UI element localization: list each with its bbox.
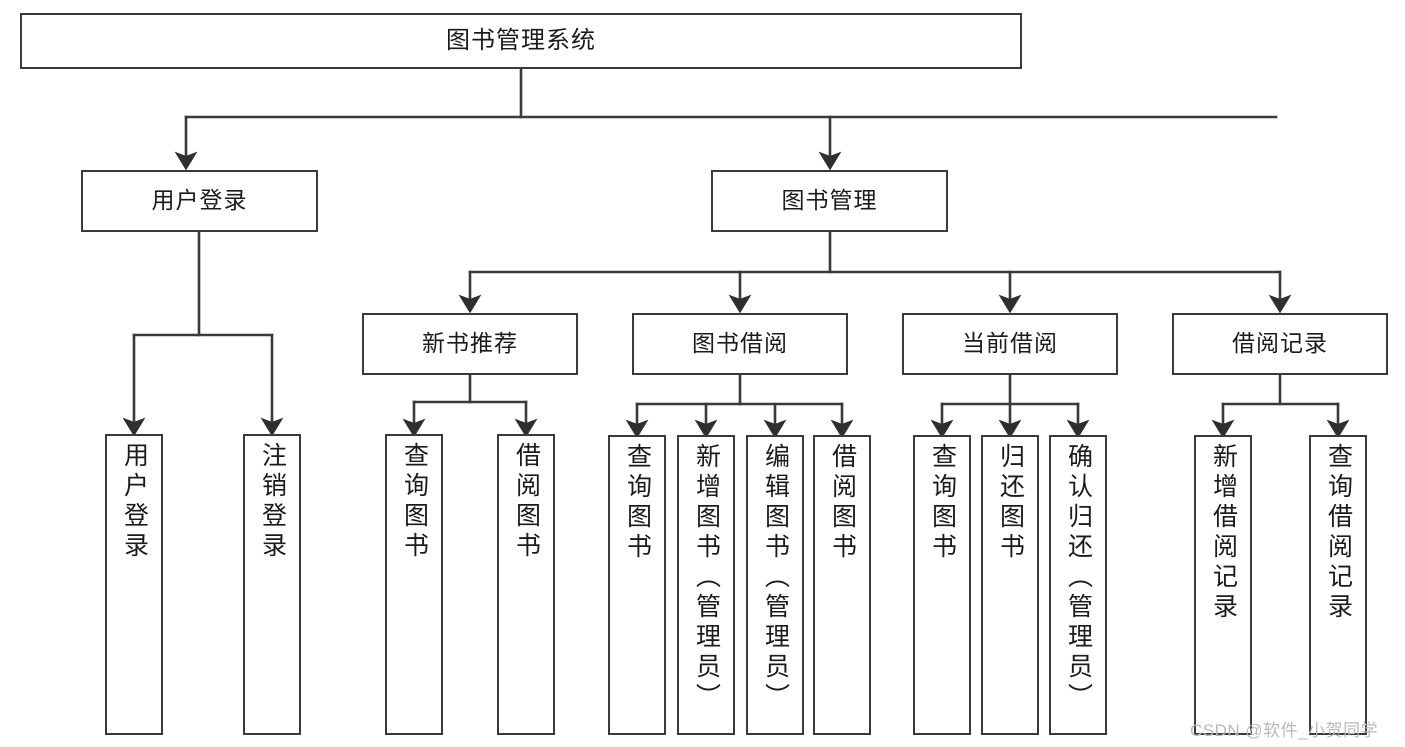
node-label: 查询借阅记录 <box>1324 443 1353 623</box>
leaf-record-add-record[interactable]: 新增借阅记录 <box>1194 435 1252 735</box>
node-user-login[interactable]: 用户登录 <box>81 170 318 232</box>
leaf-recommend-query-book[interactable]: 查询图书 <box>385 434 443 735</box>
leaf-current-confirm-return-admin[interactable]: 确认归还（管理员） <box>1049 435 1107 735</box>
node-label: 查询图书 <box>623 443 652 563</box>
node-label: 查询图书 <box>400 442 429 562</box>
node-label: 编辑图书（管理员） <box>761 443 790 713</box>
csdn-watermark: CSDN @软件_小贺同学 <box>1190 721 1379 740</box>
leaf-recommend-borrow-book[interactable]: 借阅图书 <box>497 434 555 735</box>
node-label: 图书管理系统 <box>446 26 596 54</box>
leaf-record-query-record[interactable]: 查询借阅记录 <box>1309 435 1367 735</box>
node-label: 用户登录 <box>120 442 149 562</box>
node-label: 注销登录 <box>258 442 287 562</box>
leaf-borrow-borrow-book[interactable]: 借阅图书 <box>813 435 871 735</box>
node-label: 归还图书 <box>996 443 1025 563</box>
leaf-current-return-book[interactable]: 归还图书 <box>981 435 1039 735</box>
node-label: 新增借阅记录 <box>1209 443 1238 623</box>
node-label: 新书推荐 <box>422 330 518 357</box>
node-book-management[interactable]: 图书管理 <box>711 170 948 232</box>
node-label: 图书管理 <box>781 187 878 214</box>
node-label: 确认归还（管理员） <box>1064 443 1093 713</box>
leaf-user-login-logout[interactable]: 注销登录 <box>243 434 301 735</box>
node-current-borrow[interactable]: 当前借阅 <box>902 313 1118 375</box>
leaf-borrow-add-book-admin[interactable]: 新增图书（管理员） <box>677 435 735 735</box>
node-label: 借阅记录 <box>1232 330 1328 357</box>
node-label: 当前借阅 <box>962 330 1058 357</box>
node-label: 用户登录 <box>151 187 248 214</box>
node-label: 借阅图书 <box>512 442 541 562</box>
leaf-current-query-book[interactable]: 查询图书 <box>913 435 971 735</box>
node-label: 新增图书（管理员） <box>692 443 721 713</box>
node-label: 借阅图书 <box>828 443 857 563</box>
leaf-user-login-login[interactable]: 用户登录 <box>105 434 163 735</box>
node-borrow-record[interactable]: 借阅记录 <box>1172 313 1388 375</box>
node-new-book-recommend[interactable]: 新书推荐 <box>362 313 578 375</box>
node-label: 图书借阅 <box>692 330 788 357</box>
node-root-system[interactable]: 图书管理系统 <box>20 13 1022 69</box>
node-label: 查询图书 <box>928 443 957 563</box>
leaf-borrow-edit-book-admin[interactable]: 编辑图书（管理员） <box>746 435 804 735</box>
leaf-borrow-query-book[interactable]: 查询图书 <box>608 435 666 735</box>
node-book-borrow[interactable]: 图书借阅 <box>632 313 848 375</box>
